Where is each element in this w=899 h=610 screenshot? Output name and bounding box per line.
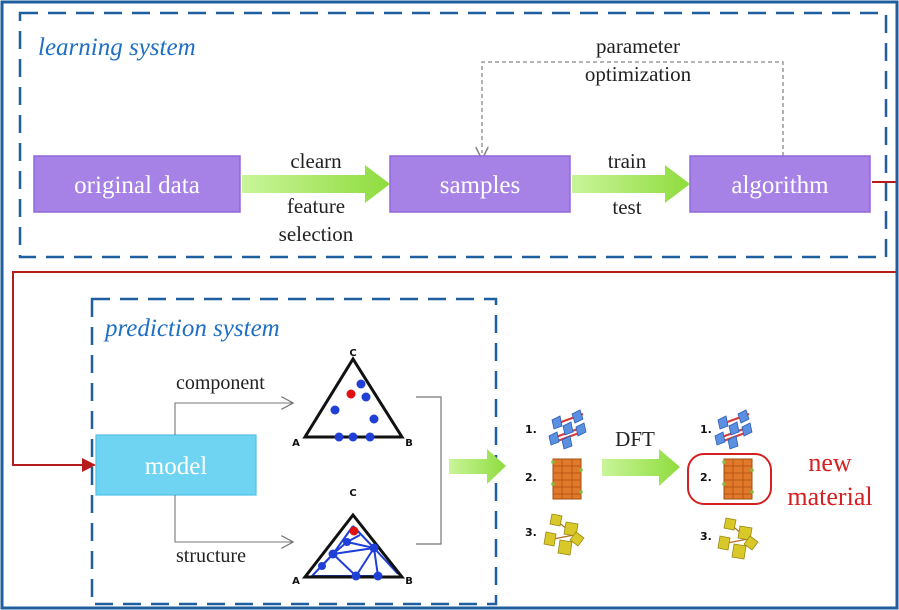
crystal-structure-1-right <box>714 409 753 450</box>
algorithm-box <box>689 155 871 213</box>
branch-label-component: component <box>176 372 265 394</box>
crystal-structure-3-right <box>717 517 759 560</box>
branch-structure-arrow <box>174 495 292 542</box>
crystal-structure-2-left <box>551 458 583 500</box>
flow-line-to-model <box>12 271 896 466</box>
arrow2-label-train: train <box>608 149 647 173</box>
learning-system-title: learning system <box>38 34 196 61</box>
learning-system-box <box>18 11 888 259</box>
crystal-structure-1-left <box>548 409 587 450</box>
ternary-bracket <box>416 396 442 545</box>
new-material-line1: new <box>808 448 852 477</box>
result-number-2: 2. <box>700 471 712 484</box>
new-material-line2: material <box>787 482 872 511</box>
result-number-1: 1. <box>700 423 712 436</box>
ternary-bottom-label-c: C <box>349 488 356 499</box>
result-number-3: 3. <box>700 530 712 543</box>
branch-component-arrow <box>174 403 292 435</box>
prediction-system-box <box>90 297 498 606</box>
model-label: model <box>145 453 208 480</box>
ternary-structure-diagram <box>301 512 406 581</box>
arrow1-label-feature: feature <box>287 194 345 218</box>
selected-material-highlight <box>687 453 772 505</box>
feedback-label-optimization: optimization <box>585 62 692 86</box>
crystal-structure-2-right <box>722 458 754 500</box>
flow-arrowhead-model <box>82 458 96 472</box>
arrow1-label-selection: selection <box>279 222 354 246</box>
ternary-top-label-a: A <box>292 438 300 449</box>
ternary-component-diagram <box>302 356 405 442</box>
prediction-system-title: prediction system <box>103 315 280 342</box>
ternary-top-label-c: C <box>349 348 356 359</box>
branch-label-structure: structure <box>176 545 246 567</box>
dft-label: DFT <box>615 427 655 451</box>
arrow-original-to-samples <box>242 165 390 203</box>
samples-label: samples <box>440 172 521 199</box>
candidate-number-1: 1. <box>525 423 537 436</box>
ternary-bottom-label-b: B <box>405 576 413 587</box>
original-data-box <box>33 155 241 213</box>
ternary-top-label-b: B <box>405 438 413 449</box>
candidate-number-3: 3. <box>525 526 537 539</box>
arrow1-label-clearn: clearn <box>290 149 342 173</box>
ternary-bottom-label-a: A <box>292 576 300 587</box>
candidate-number-2: 2. <box>525 471 537 484</box>
arrow-dft <box>602 449 680 486</box>
original-data-label: original data <box>74 172 200 199</box>
samples-box <box>389 155 571 213</box>
arrow2-label-test: test <box>612 195 641 219</box>
arrow-samples-to-algorithm <box>572 165 690 203</box>
arrow-to-candidates <box>449 449 506 484</box>
algorithm-label: algorithm <box>731 172 829 199</box>
model-box <box>95 434 257 496</box>
feedback-label-parameter: parameter <box>596 34 680 58</box>
crystal-structure-3-left <box>543 513 585 556</box>
